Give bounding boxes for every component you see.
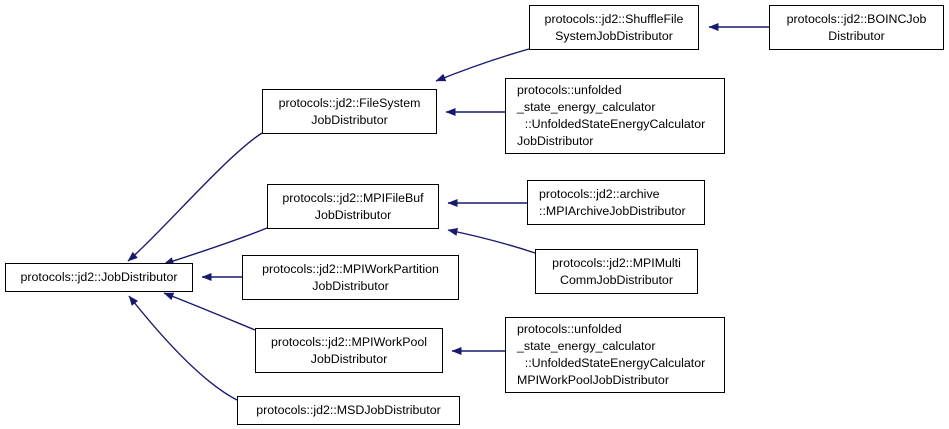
class-node-label: protocols::jd2::MSDJobDistributor xyxy=(256,403,441,417)
class-node-label: protocols::jd2::MPIWorkPartition xyxy=(262,261,439,276)
class-node-usec-mpiworkpool[interactable]: protocols::unfolded_state_energy_calcula… xyxy=(505,317,725,393)
inheritance-edge-filesystem-to-jobdistributor xyxy=(127,132,263,262)
class-node-label: JobDistributor xyxy=(517,134,594,148)
class-node-label: SystemJobDistributor xyxy=(555,28,673,43)
class-node-label: protocols::jd2::MPIMulti xyxy=(552,255,681,270)
class-node-label: Distributor xyxy=(828,28,885,43)
class-node-label: JobDistributor xyxy=(312,278,389,293)
class-node-label: protocols::unfolded xyxy=(517,83,622,97)
class-node-label: protocols::jd2::FileSystem xyxy=(278,95,421,110)
inheritance-edge-msd-to-jobdistributor xyxy=(128,295,238,401)
class-node-label: JobDistributor xyxy=(310,351,388,366)
class-node-label: ::UnfoldedStateEnergyCalculator xyxy=(524,356,706,370)
class-node-label: protocols::jd2::BOINCJob xyxy=(786,11,927,26)
class-node-label: JobDistributor xyxy=(311,112,388,127)
class-node-label: protocols::unfolded xyxy=(517,322,622,336)
class-node-label: ::UnfoldedStateEnergyCalculator xyxy=(524,117,706,131)
class-node-label: protocols::jd2::MPIWorkPool xyxy=(270,334,428,349)
class-node-label: _state_energy_calculator xyxy=(517,339,656,353)
class-node-label: CommJobDistributor xyxy=(560,272,673,287)
class-node-label: protocols::jd2::MPIFileBuf xyxy=(282,190,424,205)
class-node-label: ::MPIArchiveJobDistributor xyxy=(539,203,686,218)
class-node-msd[interactable]: protocols::jd2::MSDJobDistributor xyxy=(237,396,460,425)
class-node-label: protocols::jd2::archive xyxy=(539,186,660,201)
inheritance-edge-mpimulticomm-to-mpifilebuf xyxy=(447,228,536,254)
class-node-label: _state_energy_calculator xyxy=(517,100,656,114)
class-node-label: protocols::jd2::JobDistributor xyxy=(20,270,178,284)
inheritance-edge-shufflefilesystem-to-filesystem xyxy=(435,48,530,82)
class-node-label: protocols::jd2::ShuffleFile xyxy=(544,11,684,26)
class-node-usec-jd[interactable]: protocols::unfolded_state_energy_calcula… xyxy=(505,78,725,154)
class-node-jobdistributor[interactable]: protocols::jd2::JobDistributor xyxy=(5,263,193,292)
class-node-label: MPIWorkPoolJobDistributor xyxy=(517,373,669,387)
class-node-mpiarchive[interactable]: protocols::jd2::archive::MPIArchiveJobDi… xyxy=(527,180,705,225)
class-node-label: JobDistributor xyxy=(314,207,392,222)
